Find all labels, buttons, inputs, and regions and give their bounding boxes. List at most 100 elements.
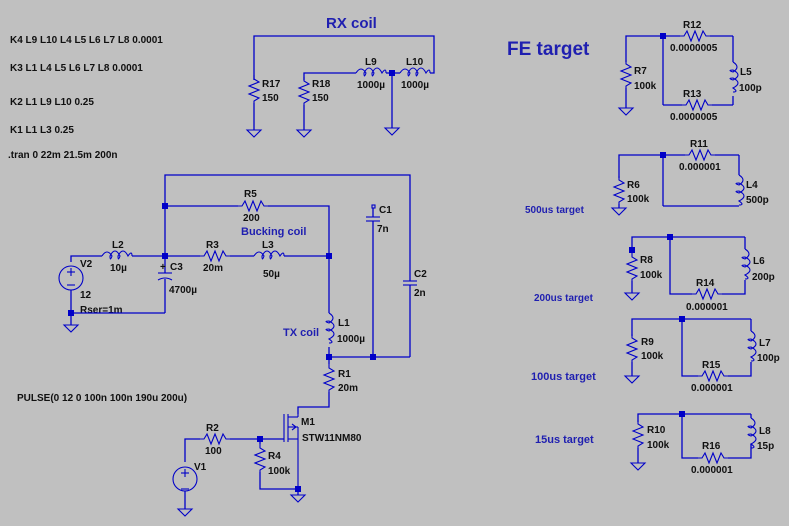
r10-name: R10 <box>647 425 666 436</box>
inductor-l5[interactable] <box>729 61 739 93</box>
directive-tran[interactable]: .tran 0 22m 21.5m 200n <box>8 150 118 161</box>
l9-name: L9 <box>365 57 377 68</box>
mosfet-m1[interactable] <box>283 414 299 489</box>
c3-name: C3 <box>170 262 183 273</box>
inductor-l8[interactable] <box>747 417 757 449</box>
inductor-l9[interactable] <box>355 67 387 77</box>
c1-value: 7n <box>377 224 389 235</box>
r8-name: R8 <box>640 255 653 266</box>
ground-icon <box>296 129 312 138</box>
l2-value: 10µ <box>110 263 127 274</box>
resistor-r1[interactable] <box>323 363 335 393</box>
ground-icon <box>624 375 640 384</box>
directive-k3[interactable]: K3 L1 L4 L5 L6 L7 L8 0.0001 <box>10 63 143 74</box>
v2-series-resistance: Rser=1m <box>80 305 123 316</box>
label-15us-target: 15us target <box>535 434 594 446</box>
inductor-l1[interactable] <box>325 312 335 344</box>
pulse-source-value[interactable]: PULSE(0 12 0 100n 100n 190u 200u) <box>17 393 187 404</box>
resistor-r17[interactable] <box>248 74 260 104</box>
resistor-r7[interactable] <box>620 59 632 89</box>
label-200us-target: 200us target <box>534 293 594 304</box>
c2-value: 2n <box>414 288 426 299</box>
r5-name: R5 <box>244 189 257 200</box>
resistor-r18[interactable] <box>298 76 310 106</box>
ground-icon <box>246 129 262 138</box>
directive-k2[interactable]: K2 L1 L9 L10 0.25 <box>10 97 94 108</box>
directive-k4[interactable]: K4 L9 L10 L4 L5 L6 L7 L8 0.0001 <box>10 35 163 46</box>
resistor-r2[interactable] <box>199 433 231 445</box>
m1-name: M1 <box>301 417 315 428</box>
l6-value: 200p <box>752 272 775 283</box>
inductor-l7[interactable] <box>747 330 757 362</box>
resistor-r14[interactable] <box>691 288 723 300</box>
r5-value: 200 <box>243 213 260 224</box>
resistor-r5[interactable] <box>237 200 269 212</box>
r18-value: 150 <box>312 93 329 104</box>
c3-value: 4700µ <box>169 285 197 296</box>
v2-name: V2 <box>80 259 93 270</box>
r17-value: 150 <box>262 93 279 104</box>
resistor-r10[interactable] <box>632 419 644 449</box>
r16-name: R16 <box>702 441 721 452</box>
l2-name: L2 <box>112 240 124 251</box>
ground-icon <box>290 494 306 503</box>
l3-value: 50µ <box>263 269 280 280</box>
resistor-r3[interactable] <box>199 250 231 262</box>
resistor-r16[interactable] <box>697 452 729 464</box>
ground-icon <box>624 292 640 301</box>
resistor-r13[interactable] <box>681 99 713 111</box>
target-500us-circuit: 500us target R6 100k R11 0.000001 L4 500… <box>525 139 769 216</box>
c2-name: C2 <box>414 269 427 280</box>
svg-text:+: + <box>160 262 166 273</box>
r8-value: 100k <box>640 270 663 281</box>
l4-value: 500p <box>746 195 769 206</box>
r12-value: 0.0000005 <box>670 43 718 54</box>
inductor-l10[interactable] <box>399 67 431 77</box>
r3-value: 20m <box>203 263 223 274</box>
r6-name: R6 <box>627 180 640 191</box>
v1-name: V1 <box>194 462 207 473</box>
inductor-l6[interactable] <box>741 248 751 280</box>
r3-name: R3 <box>206 240 219 251</box>
inductor-l4[interactable] <box>735 174 745 206</box>
l5-name: L5 <box>740 67 752 78</box>
r16-value: 0.000001 <box>691 465 733 476</box>
r15-name: R15 <box>702 360 721 371</box>
resistor-r9[interactable] <box>626 333 638 363</box>
inductor-l2[interactable] <box>101 250 133 260</box>
r6-value: 100k <box>627 194 650 205</box>
r10-value: 100k <box>647 440 670 451</box>
ground-icon <box>177 508 193 517</box>
label-100us-target: 100us target <box>531 371 596 383</box>
r2-name: R2 <box>206 423 219 434</box>
r12-name: R12 <box>683 20 702 31</box>
directive-k1[interactable]: K1 L1 L3 0.25 <box>10 125 74 136</box>
r4-name: R4 <box>268 451 281 462</box>
resistor-r6[interactable] <box>613 175 625 205</box>
resistor-r8[interactable] <box>626 252 638 282</box>
rx-coil-circuit: RX coil R17 150 R18 150 L9 1000µ L10 100… <box>246 15 435 138</box>
l3-name: L3 <box>262 240 274 251</box>
ground-icon <box>611 207 627 216</box>
resistor-r12[interactable] <box>679 30 711 42</box>
resistor-r4[interactable] <box>254 443 266 473</box>
target-15us-circuit: 15us target R10 100k R16 0.000001 L8 15p <box>535 411 774 476</box>
ground-icon <box>618 107 634 116</box>
l8-value: 15p <box>757 441 774 452</box>
l6-name: L6 <box>753 256 765 267</box>
r9-name: R9 <box>641 337 654 348</box>
v2-value: 12 <box>80 290 92 301</box>
label-tx-coil: TX coil <box>283 327 319 339</box>
r9-value: 100k <box>641 351 664 362</box>
c1-name: C1 <box>379 205 392 216</box>
r11-value: 0.000001 <box>679 162 721 173</box>
l8-name: L8 <box>759 426 771 437</box>
target-200us-circuit: 200us target R8 100k R14 0.000001 L6 200… <box>534 234 775 313</box>
fe-target-circuit: FE target R7 100k R12 0.0000005 L5 100p … <box>507 20 762 123</box>
inductor-l3[interactable] <box>253 250 285 260</box>
resistor-r15[interactable] <box>697 370 729 382</box>
spice-directives: K4 L9 L10 L4 L5 L6 L7 L8 0.0001 K3 L1 L4… <box>8 35 187 404</box>
resistor-r11[interactable] <box>684 149 716 161</box>
r13-name: R13 <box>683 89 702 100</box>
